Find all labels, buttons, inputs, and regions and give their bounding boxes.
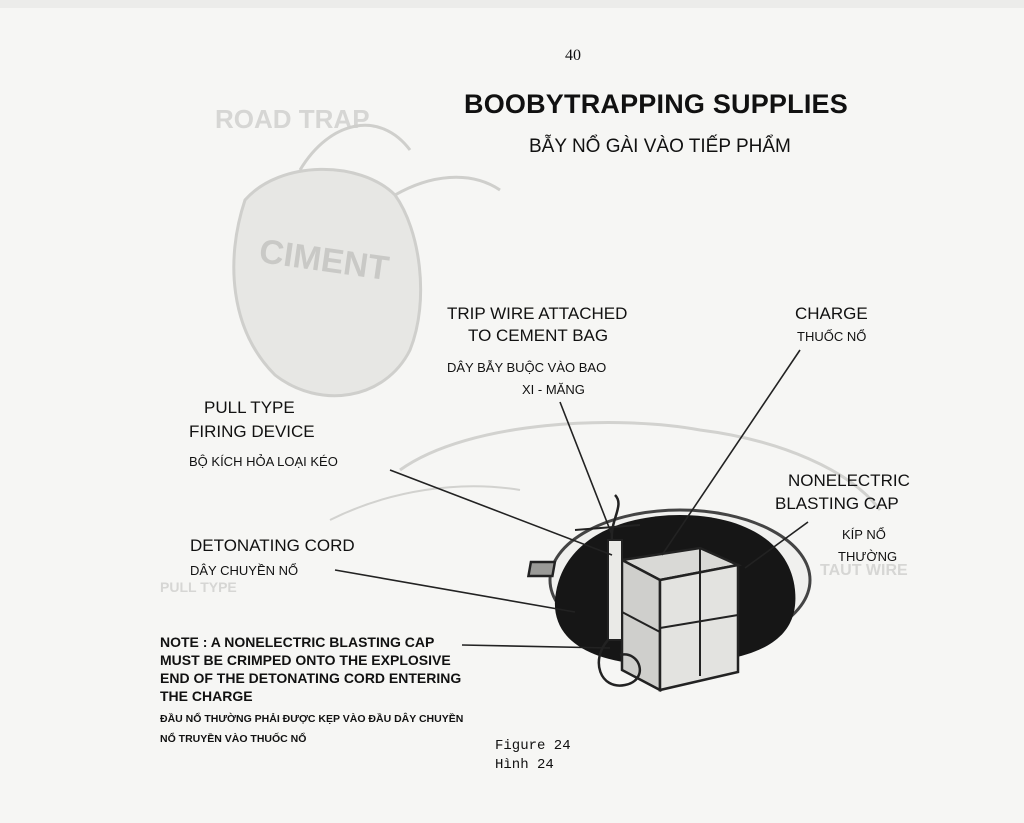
pull-firing-sub: BỘ KÍCH HỎA LOẠI KÉO — [189, 454, 338, 469]
blasting-cap-sub-2: THƯỜNG — [838, 549, 898, 564]
page-title: BOOBYTRAPPING SUPPLIES — [464, 89, 848, 119]
leader-trip-wire — [559, 401, 613, 536]
pull-firing-label-2: FIRING DEVICE — [189, 422, 315, 441]
trip-wire — [574, 524, 641, 531]
detonating-cord-label: DETONATING CORD — [190, 536, 355, 555]
leader-charge — [661, 349, 801, 556]
page-number: 40 — [565, 47, 581, 64]
charge-sub: THUỐC NỔ — [797, 329, 867, 344]
background-sketch — [399, 421, 882, 511]
trip-wire-sub-2: XI - MĂNG — [522, 382, 585, 397]
charge-label: CHARGE — [795, 304, 868, 323]
note-sub-1: ĐẦU NỔ THƯỜNG PHẢI ĐƯỢC KẸP VÀO ĐẦU DÂY … — [160, 713, 464, 725]
blasting-cap-label-2: BLASTING CAP — [775, 494, 899, 513]
note-sub-2: NỔ TRUYỀN VÀO THUỐC NỔ — [160, 733, 307, 745]
page-subtitle: BẪY NỔ GÀI VÀO TIẾP PHẨM — [529, 136, 791, 157]
blasting-cap-sub-1: KÍP NỔ — [842, 527, 886, 542]
trip-wire-sub-1: DÂY BẪY BUỘC VÀO BAO — [447, 360, 607, 375]
detonating-cord-sub: DÂY CHUYỀN NỔ — [190, 563, 299, 578]
figure-caption-vi: Hình 24 — [495, 757, 554, 773]
note-line-2: MUST BE CRIMPED ONTO THE EXPLOSIVE — [160, 652, 451, 668]
trip-wire-label-1: TRIP WIRE ATTACHED — [447, 304, 628, 323]
bleed-through-label: TAUT WIRE — [820, 562, 908, 579]
bleed-through-label-2: PULL TYPE — [160, 579, 237, 595]
leader-lines — [334, 349, 809, 649]
firing-device — [607, 539, 623, 641]
leader-firing-device — [389, 469, 613, 556]
blasting-cap-label-1: NONELECTRIC — [788, 471, 910, 490]
note-line-4: THE CHARGE — [160, 688, 253, 704]
page-edge — [0, 0, 1024, 8]
trip-wire-label-2: TO CEMENT BAG — [468, 326, 609, 345]
leader-blasting-cap — [744, 521, 809, 569]
trip-wire-loop — [610, 494, 620, 541]
leader-note — [461, 644, 611, 649]
cord-coil — [597, 639, 642, 687]
leader-detonating-cord — [334, 569, 576, 613]
pull-firing-label-1: PULL TYPE — [204, 398, 295, 417]
cement-bag — [232, 123, 501, 398]
figure-caption: Figure 24 — [495, 738, 571, 754]
note-line-3: END OF THE DETONATING CORD ENTERING — [160, 670, 462, 686]
note-line-1: NOTE : A NONELECTRIC BLASTING CAP — [160, 634, 435, 650]
